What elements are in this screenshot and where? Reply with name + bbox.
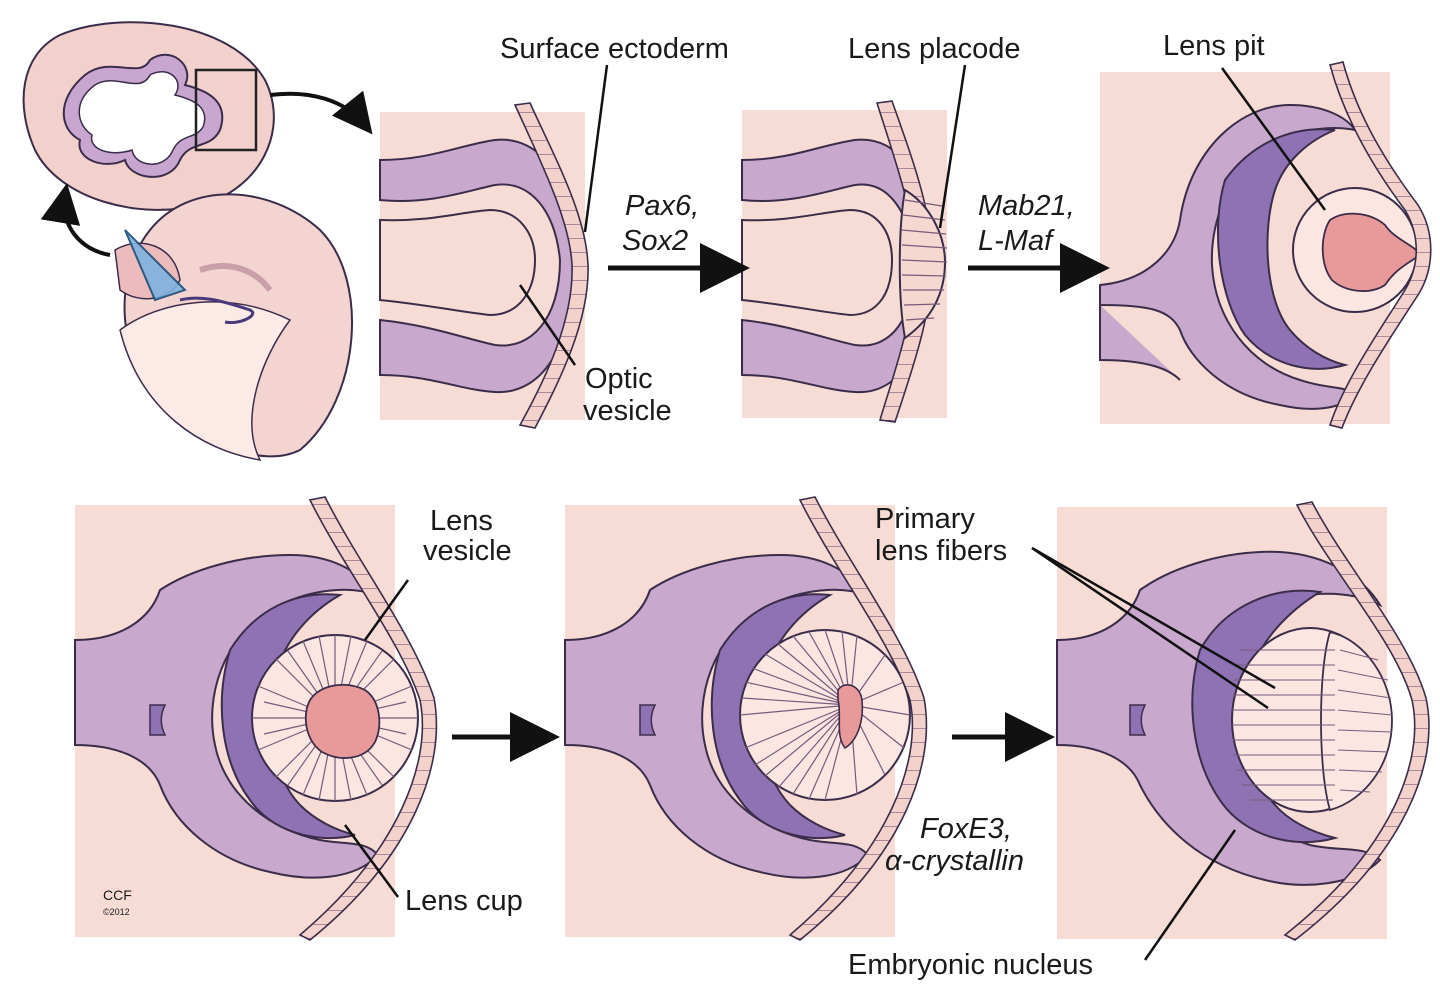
arrow-zoom [269,90,373,135]
label-vesicle: vesicle [583,395,672,427]
gene-pax6: Pax6, [625,190,699,222]
gene-sox2: Sox2 [622,225,688,257]
leader-lines [343,64,1327,961]
gene-lmaf: L-Maf [978,225,1055,257]
credit-logo: CCF [103,887,132,903]
label-embryonic-nucleus: Embryonic nucleus [848,949,1093,981]
arrow-up [40,183,111,257]
embryo-cross-section [22,21,275,211]
panel-optic-vesicle [379,102,589,429]
label-lens-pit: Lens pit [1163,30,1265,62]
credit-year: ©2012 [103,907,130,917]
panel-lens-pit [1099,61,1432,429]
embryo-side-view [114,193,353,461]
label-primary: Primary [875,503,975,535]
panel-fiber-elongation [564,496,928,941]
label-surface-ectoderm: Surface ectoderm [500,33,729,65]
gene-mab21: Mab21, [978,190,1075,222]
label-lens-cup: Lens cup [405,885,523,917]
panel-lens-vesicle [74,496,438,941]
label-lens-placode: Lens placode [848,33,1021,65]
panel-lens-placode [741,100,948,423]
label-lens-vesicle-1: Lens [430,505,493,537]
label-lens-fibers: lens fibers [875,535,1007,567]
gene-alpha-crystallin: α-crystallin [885,845,1024,877]
label-lens-vesicle-2: vesicle [423,535,512,567]
panel-primary-fibers [1056,501,1430,941]
label-optic: Optic [585,363,653,395]
zoom-box [194,68,258,152]
gene-foxe3: FoxE3, [920,813,1012,845]
